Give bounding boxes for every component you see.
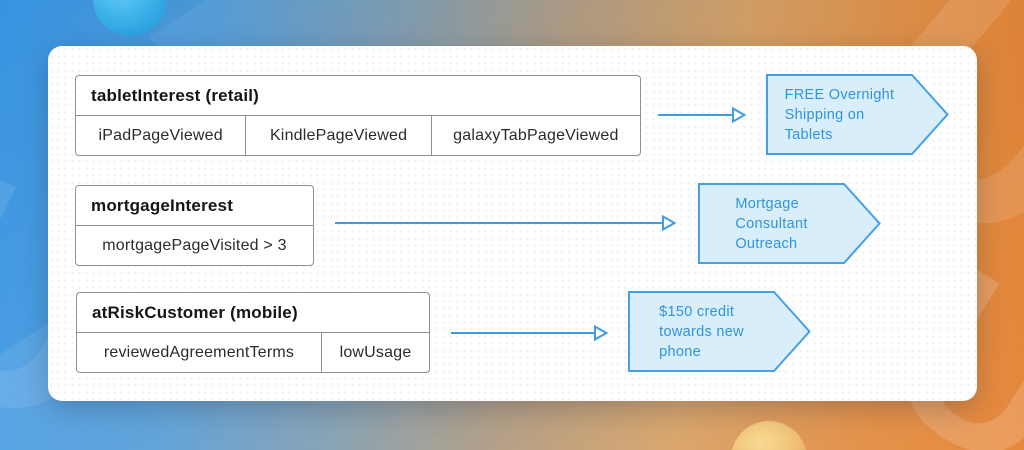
segment-title: tabletInterest (retail) bbox=[76, 76, 640, 116]
segment-attribute-cell: reviewedAgreementTerms bbox=[77, 333, 322, 372]
segment-title: atRiskCustomer (mobile) bbox=[77, 293, 429, 333]
segment-attribute-cell: galaxyTabPageViewed bbox=[453, 126, 619, 144]
segment-attributes-row: mortgagePageVisited > 3 bbox=[76, 226, 313, 265]
flow-arrow bbox=[658, 107, 746, 123]
segment-attribute-cell: KindlePageViewed bbox=[246, 116, 432, 155]
segment-attributes-row: iPadPageViewed KindlePageViewed galaxyTa… bbox=[76, 116, 640, 155]
segment-attribute-cell: mortgagePageVisited > 3 bbox=[102, 236, 287, 254]
flow-arrow bbox=[335, 215, 676, 231]
offer-label: FREE Overnight Shipping on Tablets bbox=[784, 86, 895, 143]
segment-attribute-cell: iPadPageViewed bbox=[76, 116, 247, 155]
segment-attributes-row: reviewedAgreementTerms lowUsage bbox=[77, 333, 429, 372]
diagram-canvas: tabletInterest (retail) iPadPageViewed K… bbox=[48, 46, 977, 401]
offer-label: $150 credit towards new phone bbox=[659, 303, 744, 360]
segment-title: mortgageInterest bbox=[76, 186, 313, 226]
offer-badge: $150 credit towards new phone bbox=[628, 291, 811, 372]
offer-badge: FREE Overnight Shipping on Tablets bbox=[766, 74, 949, 155]
segment-attribute-cell: lowUsage bbox=[339, 343, 412, 361]
segment-box-tablet-interest: tabletInterest (retail) iPadPageViewed K… bbox=[75, 75, 641, 156]
offer-label: Mortgage Consultant Outreach bbox=[735, 195, 808, 252]
offer-badge: Mortgage Consultant Outreach bbox=[698, 183, 881, 264]
flow-arrow bbox=[451, 325, 608, 341]
segment-box-mortgage-interest: mortgageInterest mortgagePageVisited > 3 bbox=[75, 185, 314, 266]
segment-box-at-risk-customer: atRiskCustomer (mobile) reviewedAgreemen… bbox=[76, 292, 430, 373]
